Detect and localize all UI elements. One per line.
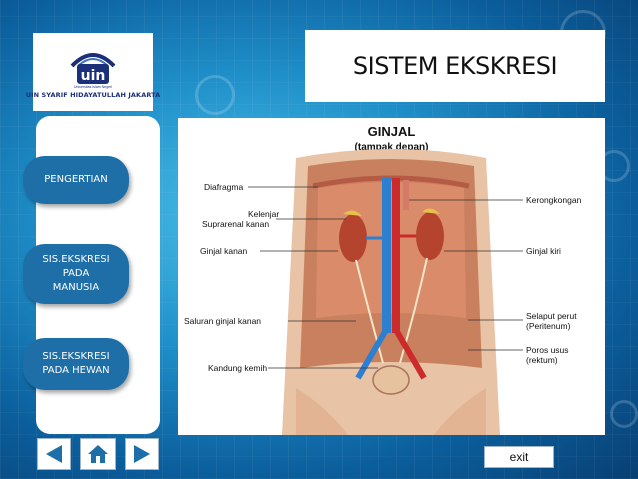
decor-swirl	[610, 400, 638, 428]
diagram-subtitle: (tampak depan)	[354, 142, 429, 153]
label-kandung-kemih: Kandung kemih	[208, 363, 268, 373]
label-saluran-ginjal-kanan: Saluran ginjal kanan	[184, 316, 262, 326]
label-ginjal-kiri: Ginjal kiri	[526, 246, 561, 256]
uin-emblem-icon: uin	[70, 52, 116, 84]
next-button[interactable]	[125, 438, 159, 470]
home-icon	[88, 445, 108, 463]
label-kerongkongan: Kerongkongan	[526, 195, 582, 205]
nav-button-pengertian[interactable]: PENGERTIAN	[23, 156, 129, 204]
page-title: SISTEM EKSKRESI	[352, 52, 558, 80]
uin-logo: uin Universitas Islam Negeri UIN SYARIF …	[26, 46, 161, 99]
logo-subtitle: Universitas Islam Negeri	[74, 84, 112, 89]
next-arrow-icon	[134, 445, 150, 463]
label-suprarenal-kanan: Suprarenal kanan	[202, 219, 270, 229]
nav-button-label: SIS.EKSKRESI PADA MANUSIA	[42, 254, 110, 293]
label-ginjal-kanan: Ginjal kanan	[200, 246, 248, 256]
nav-button-label: PENGERTIAN	[44, 174, 108, 185]
svg-text:uin: uin	[81, 68, 106, 84]
exit-button-label: exit	[509, 450, 529, 464]
prev-button[interactable]	[37, 438, 71, 470]
nav-button-ekskresi-manusia[interactable]: SIS.EKSKRESI PADA MANUSIA	[23, 244, 129, 304]
label-poros-usus: Poros usus	[526, 345, 569, 355]
label-diafragma: Diafragma	[204, 182, 244, 192]
nav-button-label: SIS.EKSKRESI PADA HEWAN	[42, 351, 110, 376]
logo-panel: uin Universitas Islam Negeri UIN SYARIF …	[26, 33, 160, 111]
exit-button[interactable]: exit	[484, 446, 554, 468]
logo-name: UIN SYARIF HIDAYATULLAH JAKARTA	[25, 90, 161, 99]
label-kelenjar: Kelenjar	[248, 209, 280, 219]
label-rektum: (rektum)	[526, 355, 558, 365]
kidney-diagram: GINJAL (tampak depan)	[178, 118, 605, 435]
diagram-title: GINJAL	[367, 124, 416, 139]
prev-arrow-icon	[46, 445, 62, 463]
label-selaput-perut: Selaput perut	[526, 311, 577, 321]
anatomy-illustration	[248, 149, 523, 435]
label-peritenum: (Peritenum)	[526, 321, 571, 331]
decor-swirl	[195, 75, 235, 115]
nav-button-ekskresi-hewan[interactable]: SIS.EKSKRESI PADA HEWAN	[23, 338, 129, 390]
home-button[interactable]	[80, 438, 116, 470]
title-panel: SISTEM EKSKRESI	[305, 30, 605, 102]
